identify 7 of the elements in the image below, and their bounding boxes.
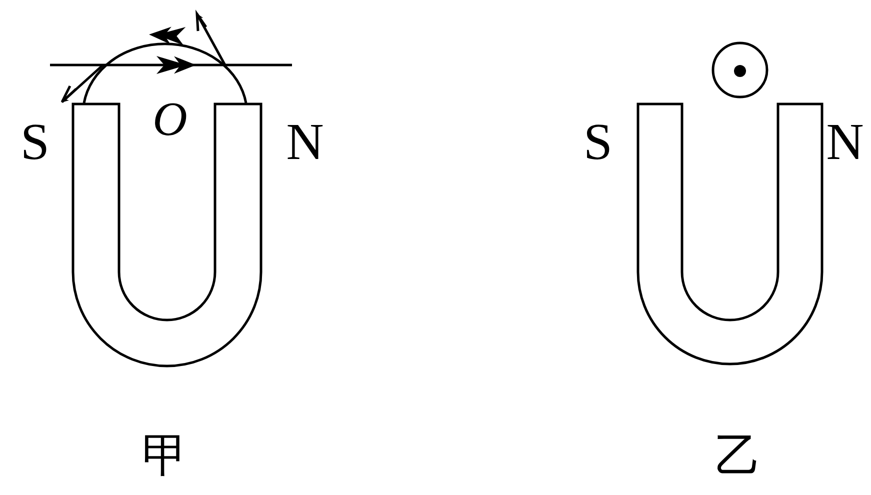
figure-label: 甲 <box>142 433 188 479</box>
point-label: O <box>152 96 188 144</box>
pole-label: N <box>286 117 324 169</box>
pole-label: S <box>584 117 612 169</box>
pole-label: N <box>826 117 864 169</box>
pole-label: S <box>20 117 50 169</box>
figure-label: 乙 <box>715 433 761 479</box>
